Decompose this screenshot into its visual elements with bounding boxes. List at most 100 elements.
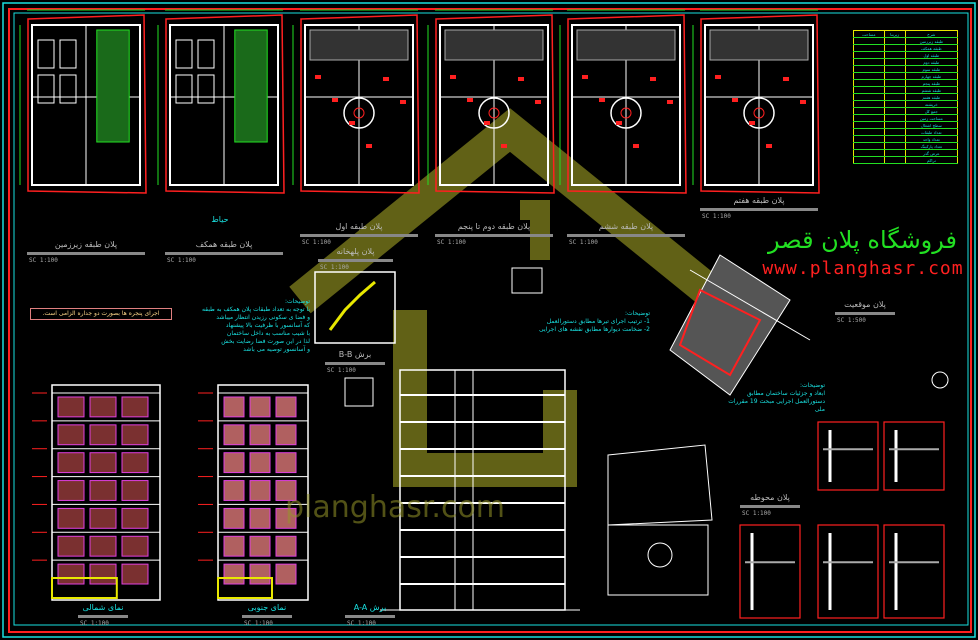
room-label [315, 75, 321, 79]
stair-flight [328, 280, 376, 331]
window [223, 452, 245, 474]
parking-car [59, 39, 77, 69]
construction-detail [739, 524, 801, 619]
neighbor-building [669, 254, 791, 396]
table-cell [853, 79, 885, 87]
parking-car [37, 74, 55, 104]
scale-label: SC 1:100 [569, 239, 598, 246]
title-underline [435, 234, 553, 237]
drawing-title: برش B-B [338, 350, 372, 359]
title-underline [318, 259, 393, 262]
table-cell [853, 100, 885, 108]
room-label [518, 77, 524, 81]
stair-core [353, 107, 365, 119]
window [223, 424, 245, 446]
table-row: عرض گذر [853, 149, 959, 157]
property-line [27, 14, 147, 194]
table-cell [853, 135, 885, 143]
room-label [501, 144, 507, 148]
parking-car [37, 39, 55, 69]
scale-label: SC 1:100 [702, 213, 731, 220]
window [275, 396, 297, 418]
detail-box [511, 267, 543, 294]
table-cell: طبقه اول [904, 51, 959, 59]
hatched-area [709, 29, 809, 61]
spiral-stair [343, 97, 375, 129]
table-cell: طبقه چهارم [904, 72, 959, 80]
table-row: تعداد طبقات [853, 128, 959, 136]
table-cell [853, 142, 885, 150]
window [121, 424, 149, 446]
note-line: لذا در این صورت فضا رضایت بخش [221, 338, 310, 345]
floor-plan [157, 9, 285, 194]
room-label [650, 77, 656, 81]
landscape-plan [607, 444, 713, 596]
street-line [689, 269, 811, 341]
table-cell [883, 51, 906, 59]
floor-plan [427, 9, 555, 194]
window [57, 396, 85, 418]
window [121, 507, 149, 529]
drawing-title: نمای شمالی [82, 603, 124, 612]
window [275, 563, 297, 585]
window [223, 480, 245, 501]
garage-door [217, 577, 273, 599]
room-label [349, 121, 355, 125]
scale-label: SC 1:500 [837, 317, 866, 324]
table-row: طبقه دوم [853, 58, 959, 66]
table-cell: مساحت زمین [904, 114, 959, 122]
table-cell: طبقه زیرزمین [904, 37, 959, 45]
garage-door [51, 577, 118, 599]
brand-url[interactable]: www.planghasr.com [762, 258, 964, 279]
title-underline [165, 252, 283, 255]
section-aa [380, 369, 580, 611]
table-cell: تعداد واحد [904, 135, 959, 143]
table-cell [883, 93, 906, 101]
table-cell: تعداد پارکینگ [904, 142, 959, 150]
table-cell [853, 44, 885, 52]
stair-section [314, 271, 396, 344]
table-cell [883, 142, 906, 150]
note-line: با شیب مناسب به داخل ساختمان [226, 330, 310, 337]
drawing-title: نمای جنوبی [247, 603, 287, 612]
title-underline [300, 234, 418, 237]
table-cell [853, 86, 885, 94]
window [249, 396, 271, 418]
window [89, 424, 117, 446]
construction-detail [817, 421, 879, 491]
window [121, 452, 149, 474]
room-label [599, 98, 605, 102]
scale-label: SC 1:100 [347, 620, 376, 627]
table-row: سطح اشغال [853, 121, 959, 129]
table-cell: جمع کل [904, 107, 959, 115]
spiral-stair [610, 97, 642, 129]
note-line: ابعاد و جزئیات ساختمان مطابق [747, 390, 825, 397]
window [223, 507, 245, 529]
room-label [766, 144, 772, 148]
table-row: طبقه اول [853, 51, 959, 59]
window [249, 480, 271, 501]
stair-core [620, 107, 632, 119]
drawing-title: پلان طبقه هفتم [733, 196, 785, 205]
window [57, 535, 85, 557]
site-plan [669, 254, 949, 396]
parking-car [59, 74, 77, 104]
table-header-cell: مساحت [853, 30, 885, 38]
title-underline [27, 252, 145, 255]
window [89, 563, 117, 585]
table-cell: عرض گذر [904, 149, 959, 157]
note-line: با توجه به تعداد طبقات پلان همکف به طبقه [201, 306, 310, 313]
title-underline [242, 615, 292, 618]
floor-plan [559, 9, 687, 194]
window [89, 535, 117, 557]
table-row: تراکم [853, 156, 959, 164]
hatched-area [309, 29, 409, 61]
note-line: دستورالعمل اجرایی مبحث 19 مقررات ملی [728, 398, 825, 413]
table-cell [883, 79, 906, 87]
floor-plan [692, 9, 820, 194]
spiral-stair [743, 97, 775, 129]
note-line: توضیحات: [624, 310, 650, 317]
yard-label: حیاط [211, 215, 229, 224]
